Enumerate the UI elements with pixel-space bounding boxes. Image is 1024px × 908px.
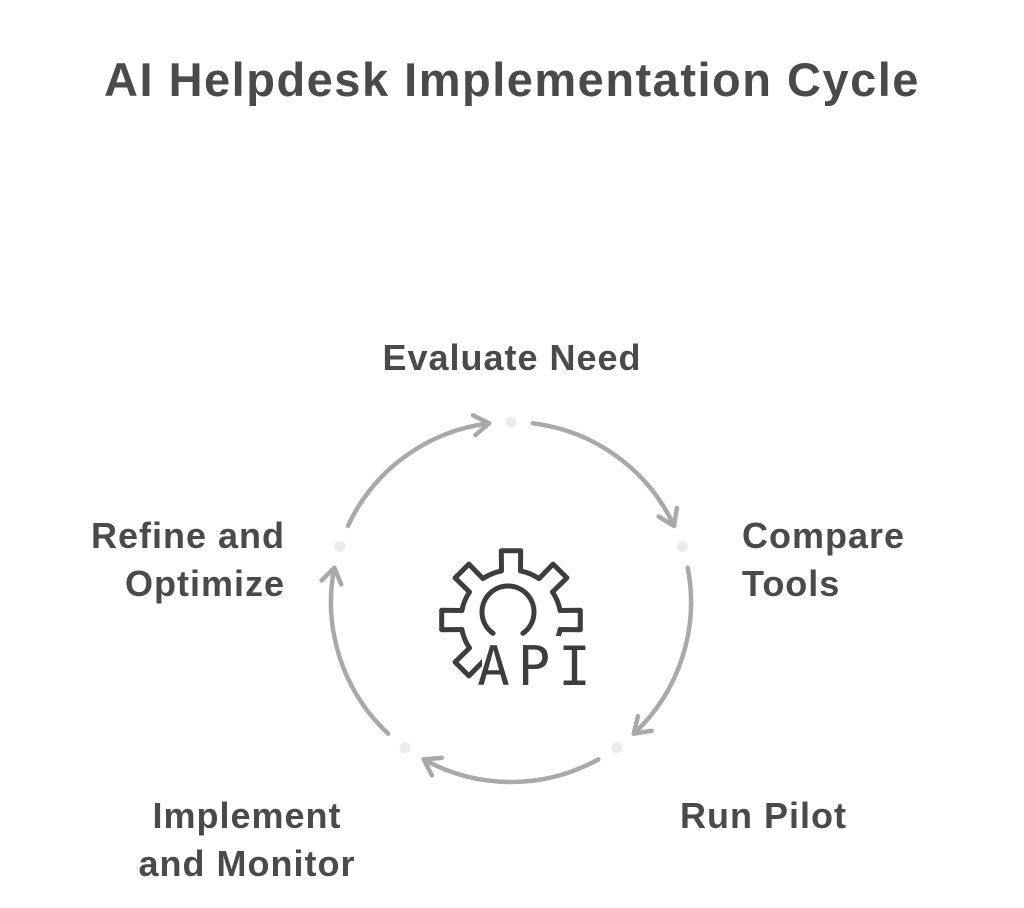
step-label-implement-and-monitor: Implement and Monitor <box>139 792 356 888</box>
node-dot-bottom-left <box>399 742 411 754</box>
page-title: AI Helpdesk Implementation Cycle <box>104 53 920 106</box>
arc-bottom-right-to-bottom-left <box>421 755 601 785</box>
api-gear-icon: API <box>439 548 600 698</box>
node-dot-top <box>505 416 517 428</box>
api-text-backdrop <box>482 636 600 698</box>
step-label-evaluate-need: Evaluate Need <box>382 334 641 382</box>
step-label-line: Compare <box>742 515 906 556</box>
api-label: API <box>477 635 599 698</box>
step-label-line: Evaluate Need <box>382 337 642 378</box>
node-dot-bottom-right <box>611 742 623 754</box>
step-label-refine-and-optimize: Refine and Optimize <box>91 512 285 608</box>
node-dot-right <box>676 540 688 552</box>
cycle-arcs <box>319 412 694 785</box>
step-label-line: and Monitor <box>138 843 356 884</box>
node-dot-left <box>334 540 346 552</box>
step-label-run-pilot: Run Pilot <box>680 792 847 840</box>
arc-right-to-bottom-right <box>631 565 694 736</box>
arc-top-to-right <box>530 421 680 529</box>
step-label-line: Run Pilot <box>680 795 847 836</box>
step-label-line: Refine and <box>90 515 285 556</box>
step-label-compare-tools: Compare Tools <box>742 512 905 608</box>
cycle-node-dots <box>334 416 688 754</box>
gear-inner-circle <box>479 583 537 636</box>
step-label-line: Implement <box>152 795 342 836</box>
step-label-line: Tools <box>742 563 841 604</box>
arc-left-to-top <box>345 412 492 529</box>
step-label-line: Optimize <box>124 563 285 604</box>
arc-bottom-left-to-left <box>319 565 391 736</box>
